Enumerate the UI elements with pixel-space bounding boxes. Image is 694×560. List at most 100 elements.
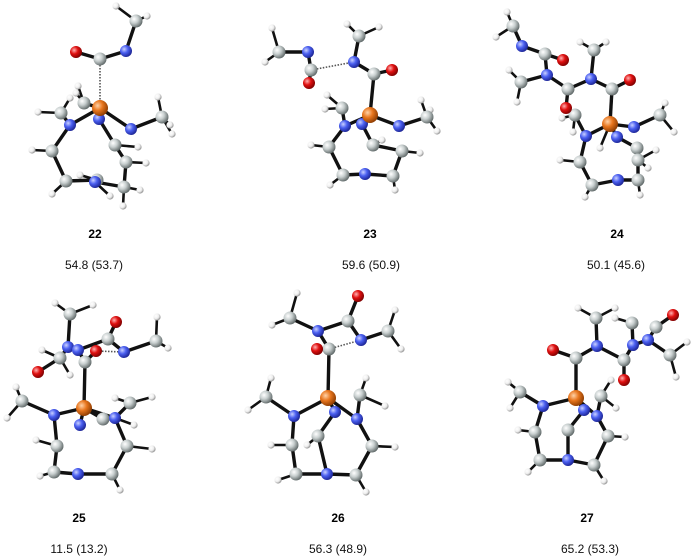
compound-label-27: 27 [580, 511, 594, 525]
carbon-atom [589, 311, 603, 325]
nitrogen-atom [72, 468, 84, 480]
carbon-atom [594, 389, 608, 403]
hydrogen-atom [267, 374, 275, 382]
metal-atom [362, 107, 378, 123]
hydrogen-atom [576, 38, 584, 46]
nitrogen-atom [312, 325, 324, 337]
hydrogen-atom [683, 338, 691, 346]
hydrogen-atom [261, 58, 269, 66]
hydrogen-atom [136, 186, 144, 194]
hydrogen-atom [72, 89, 80, 97]
nitrogen-atom [541, 69, 553, 81]
nitrogen-atom [351, 413, 363, 425]
energy-value-23: 59.6 (50.9) [341, 258, 401, 272]
hydrogen-atom [652, 146, 660, 154]
hydrogen-atom [611, 304, 619, 312]
carbon-atom [45, 144, 59, 158]
nitrogen-atom [64, 119, 76, 131]
hydrogen-atom [293, 289, 301, 297]
oxygen-atom [32, 366, 44, 378]
carbon-atom [50, 439, 64, 453]
hydrogen-atom [672, 373, 680, 381]
compound-label-22: 22 [88, 227, 102, 241]
carbon-atom [561, 423, 575, 437]
carbon-atom [283, 311, 297, 325]
nitrogen-atom [72, 344, 84, 356]
carbon-atom [78, 355, 92, 369]
nitrogen-atom [642, 334, 654, 346]
carbon-atom [617, 353, 631, 367]
hydrogen-atom [28, 146, 36, 154]
carbon-atom [561, 82, 575, 96]
carbon-atom [117, 180, 131, 194]
molecule-22 [28, 2, 176, 210]
hydrogen-atom [89, 301, 97, 309]
carbon-atom [630, 141, 644, 155]
hydrogen-atom [164, 344, 172, 352]
energy-value-24: 50.1 (45.6) [586, 258, 646, 272]
carbon-atom [513, 385, 527, 399]
hydrogen-atom [506, 404, 514, 412]
compound-label-23: 23 [363, 227, 377, 241]
nitrogen-atom [348, 56, 360, 68]
hydrogen-atom [503, 8, 511, 16]
hydrogen-atom [362, 374, 370, 382]
energy-value-27: 65.2 (53.3) [560, 542, 620, 556]
hydrogen-atom [661, 99, 669, 107]
carbon-atom [533, 453, 547, 467]
carbon-atom [123, 396, 137, 410]
hydrogen-atom [381, 402, 389, 410]
nitrogen-atom [591, 340, 603, 352]
carbon-atom [53, 351, 67, 365]
nitrogen-atom [125, 123, 137, 135]
carbon-atom [96, 412, 110, 426]
molecule-27 [504, 304, 691, 485]
hydrogen-atom [417, 96, 425, 104]
carbon-atom [108, 138, 122, 152]
carbon-atom [366, 138, 380, 152]
hydrogen-atom [66, 94, 74, 102]
carbon-atom [569, 351, 583, 365]
hydrogen-atom [38, 346, 46, 354]
compound-label-26: 26 [331, 511, 345, 525]
hydrogen-bond [310, 61, 355, 71]
carbon-atom [259, 390, 273, 404]
carbon-atom [386, 169, 400, 183]
hydrogen-atom [596, 144, 604, 152]
carbon-atom [59, 174, 73, 188]
hydrogen-atom [153, 313, 161, 321]
nitrogen-atom [329, 406, 341, 418]
hydrogen-atom [391, 306, 399, 314]
hydrogen-atom [513, 98, 521, 106]
hydrogen-atom [106, 192, 114, 200]
carbon-atom [336, 168, 350, 182]
hydrogen-atom [574, 304, 582, 312]
carbon-atom [93, 52, 107, 66]
oxygen-atom [560, 102, 572, 114]
carbon-atom [322, 140, 336, 154]
hydrogen-atom [416, 149, 424, 157]
carbon-atom [289, 467, 303, 481]
hydrogen-atom [66, 371, 74, 379]
carbon-atom [105, 467, 119, 481]
carbon-atom [573, 155, 587, 169]
hydrogen-atom [154, 93, 162, 101]
hydrogen-atom [569, 128, 577, 136]
hydrogen-atom [48, 190, 56, 198]
carbon-atom [663, 348, 677, 362]
hydrogen-atom [558, 114, 566, 122]
hydrogen-atom [74, 82, 82, 90]
molecule-structures [3, 2, 691, 496]
hydrogen-atom [391, 443, 399, 451]
hydrogen-atom [602, 38, 610, 46]
metal-atom [92, 100, 108, 116]
oxygen-atom [667, 309, 679, 321]
hydrogen-atom [321, 105, 329, 113]
nitrogen-atom [62, 341, 74, 353]
nitrogen-atom [359, 168, 371, 180]
oxygen-atom [311, 343, 323, 355]
carbon-atom [587, 458, 601, 472]
hydrogen-atom [112, 2, 120, 10]
carbon-atom [272, 45, 286, 59]
